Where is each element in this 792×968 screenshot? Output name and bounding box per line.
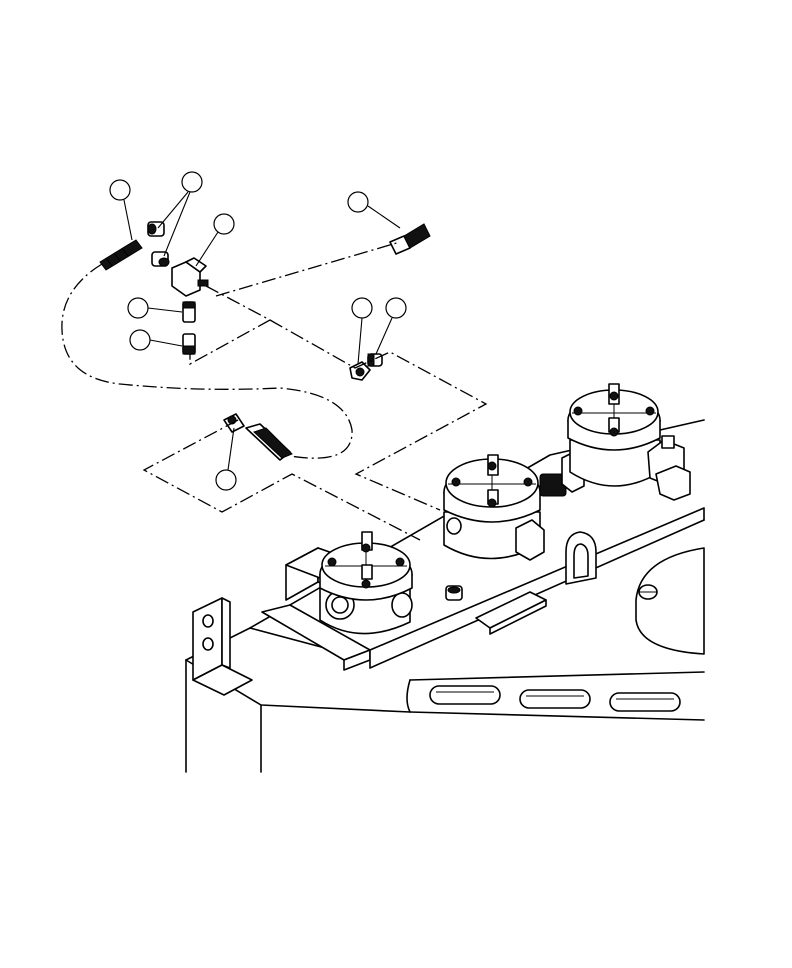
assembly-centerlines: [61, 241, 488, 541]
hose-fitting-upper: [389, 223, 431, 255]
callout-5: [127, 297, 183, 319]
filter-head-middle: [443, 454, 545, 561]
top-rail: [261, 507, 705, 671]
callout-2: [157, 171, 203, 257]
callout-8: [375, 297, 407, 355]
callout-1: [109, 179, 133, 241]
threaded-nipple-upper: [99, 239, 143, 271]
callout-3: [195, 213, 235, 267]
callout-9: [215, 427, 237, 491]
slotted-side-panel: [406, 671, 705, 713]
short-nipples: [182, 301, 196, 355]
filter-head-left: [319, 531, 413, 635]
tee-fitting: [171, 257, 209, 297]
mounting-bracket: [192, 597, 253, 696]
callout-4: [347, 191, 401, 229]
lifting-eye: [565, 531, 597, 585]
filter-head-right: [567, 383, 691, 501]
callout-6: [129, 329, 183, 351]
threaded-nipple-lower: [223, 413, 293, 461]
elbow-fittings: [147, 221, 170, 267]
callout-7: [351, 297, 373, 365]
elbow-pair-right: [349, 353, 383, 381]
small-plug: [445, 585, 463, 601]
filler-cap: [635, 547, 705, 655]
